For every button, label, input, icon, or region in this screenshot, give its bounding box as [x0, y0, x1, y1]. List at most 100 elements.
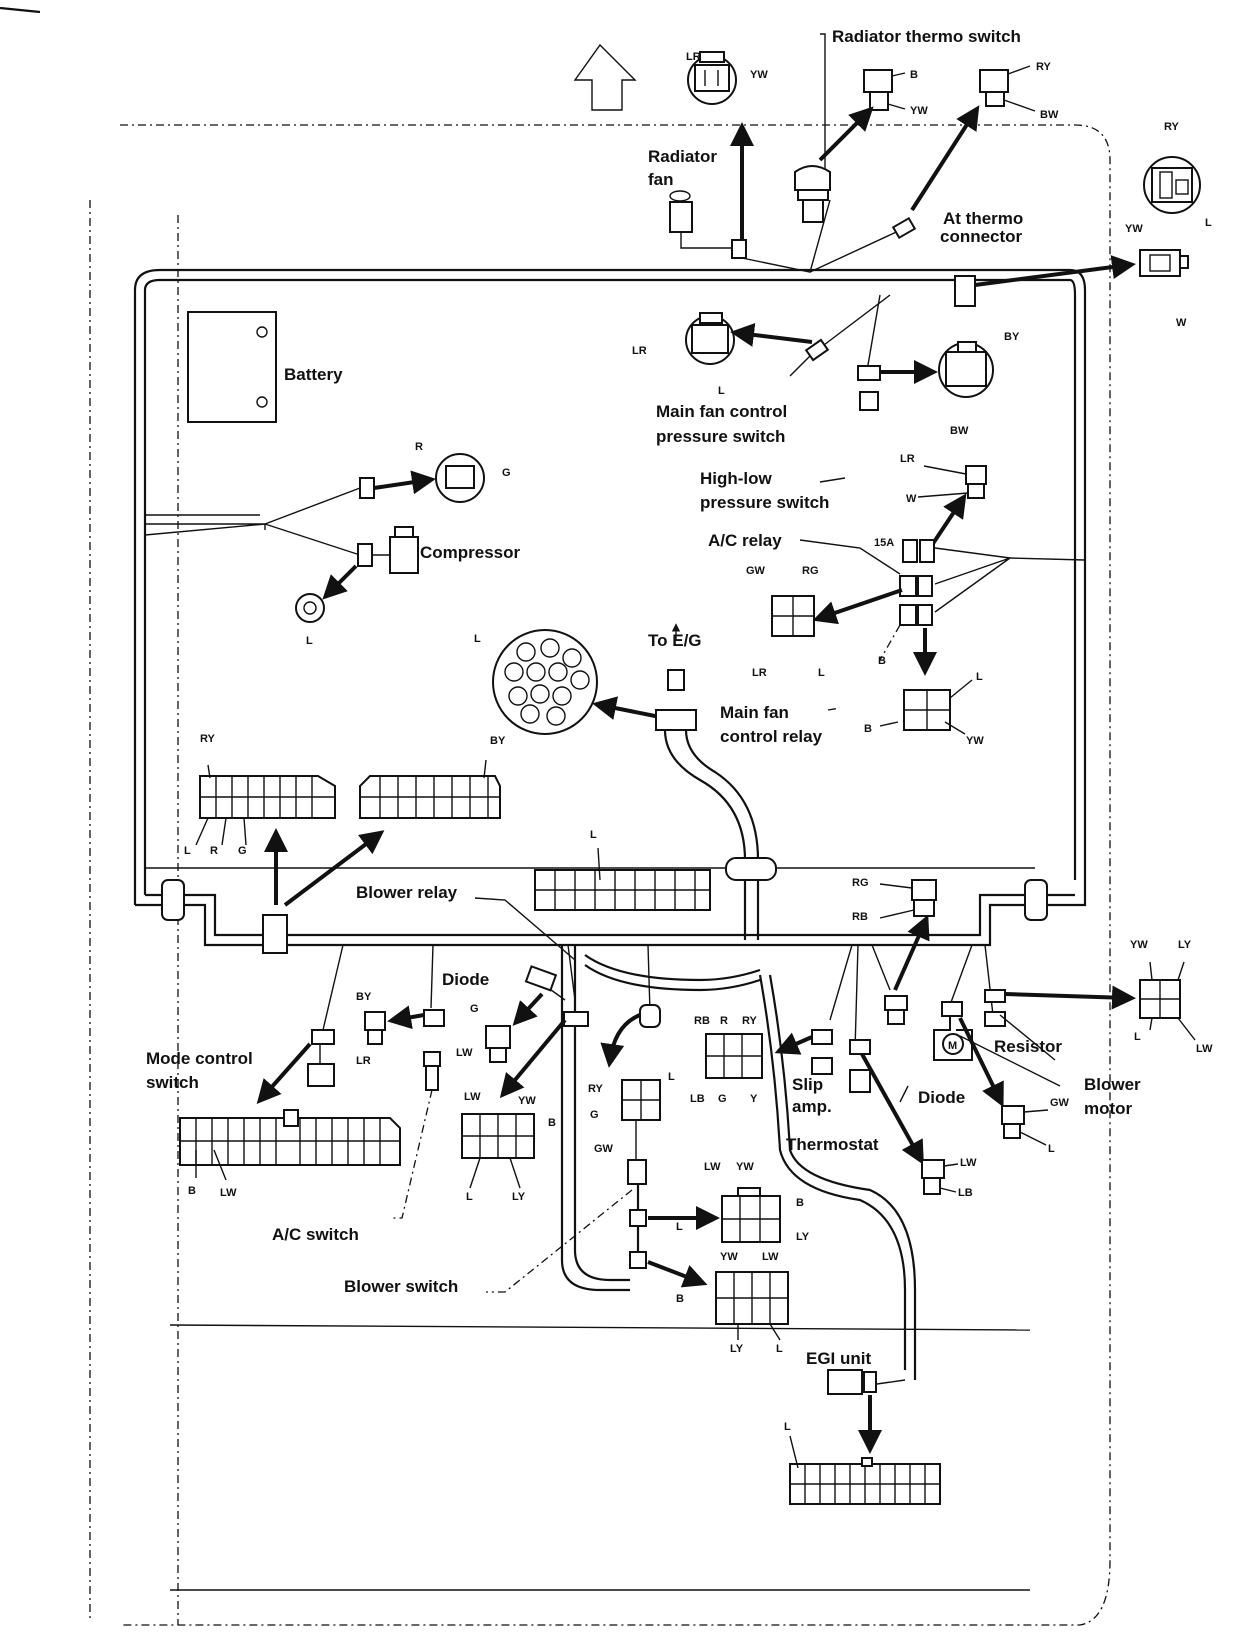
wire-bs2-b: B	[796, 1197, 804, 1209]
arrow-rg	[893, 914, 930, 991]
wire-acr-b: B	[878, 655, 886, 667]
ac-relay-plug-1	[899, 575, 917, 597]
engine-connector-round	[492, 629, 598, 735]
thermostat-connector-top	[921, 1159, 945, 1179]
battery-icon	[187, 311, 277, 423]
fuse-plug	[919, 539, 935, 563]
blower-switch-connector-3	[715, 1271, 789, 1325]
compressor-clutch-center	[303, 601, 317, 615]
pressure-switch-connector-left	[685, 312, 735, 365]
label-ac-relay: A/C relay	[708, 531, 782, 550]
label-high-low-2: pressure switch	[700, 493, 829, 512]
wire-res-lw: LW	[1196, 1043, 1213, 1055]
label-slip-amp-1: Slip	[792, 1075, 823, 1094]
ac-relay-plug-3	[899, 604, 917, 626]
resistor-plug	[984, 989, 1006, 1003]
arrow-rts-2	[910, 105, 980, 212]
wire-bs3-ly: LY	[730, 1343, 744, 1355]
rg-connector-bottom	[913, 899, 935, 917]
label-resistor: Resistor	[994, 1037, 1062, 1056]
battery-terminal-neg	[256, 396, 268, 408]
main-harness-top-inner	[143, 278, 1077, 880]
wire-sa-y: Y	[750, 1093, 758, 1105]
ic2-by-pin	[483, 759, 487, 779]
pressure-branch	[819, 294, 891, 349]
main-harness-left	[133, 290, 147, 905]
wire-bs3-lw: LW	[762, 1251, 779, 1263]
resistor-plug-a	[884, 995, 908, 1011]
wire-sa-r: R	[720, 1015, 728, 1027]
label-main-fan-relay-2: control relay	[720, 727, 823, 746]
resistor-pins	[1149, 961, 1196, 1041]
arrow-compressor-2	[322, 564, 358, 600]
wire-rts-yw2: YW	[910, 105, 928, 117]
resistor-body	[984, 1011, 1006, 1027]
bs3-pins	[737, 1323, 781, 1341]
wire-res-l: L	[1134, 1031, 1141, 1043]
high-low-leader	[819, 477, 846, 483]
blower-switch-leader	[486, 1189, 633, 1293]
arrow-high-low	[930, 493, 967, 547]
wire-ct-ry: RY	[588, 1083, 604, 1095]
wire-bs1-lw: LW	[464, 1091, 481, 1103]
radiator-fan-motor-connector	[687, 51, 737, 105]
wire-bs2-ly: LY	[796, 1231, 810, 1243]
wire-at-ry: RY	[1164, 121, 1180, 133]
label-blower-motor-1: Blower	[1084, 1075, 1141, 1094]
label-blower-switch: Blower switch	[344, 1277, 458, 1296]
arrow-resistor	[1004, 985, 1136, 1010]
sub-harness-c	[560, 945, 630, 1292]
mode-plug-top	[311, 1029, 335, 1045]
blower-motor-connector-bottom	[1003, 1123, 1021, 1139]
arrow-compressor-1	[373, 470, 436, 495]
high-low-connector-top	[965, 465, 987, 485]
wire-mfr-b: B	[864, 723, 872, 735]
label-at-thermo-1: At thermo	[943, 209, 1023, 228]
wire-acr-gw: GW	[746, 565, 766, 577]
label-thermostat: Thermostat	[786, 1135, 879, 1154]
wire-rg-rb: RB	[852, 911, 868, 923]
ac-switch-body	[425, 1065, 439, 1091]
wire-rts-b: B	[910, 69, 918, 81]
arrow-mode-switch	[256, 1042, 312, 1104]
resistor-connector	[1139, 979, 1181, 1019]
slip-amp-body	[811, 1057, 833, 1075]
wire-comp-r: R	[415, 441, 423, 453]
ac-switch-leader	[390, 1089, 433, 1219]
main-fan-relay-connector	[903, 689, 951, 731]
high-low-wires	[917, 465, 969, 498]
compressor-branch	[264, 487, 361, 556]
rg-wires	[879, 883, 915, 919]
thermostat-connector-bottom	[923, 1177, 941, 1195]
wire-hl-lr: LR	[900, 453, 915, 465]
wire-mode-b: B	[188, 1185, 196, 1197]
wire-bs3-b: B	[676, 1293, 684, 1305]
to-eg-harness	[663, 729, 760, 940]
label-blower-relay: Blower relay	[356, 883, 458, 902]
diode-plug	[423, 1009, 445, 1027]
wire-d-lw: LW	[456, 1047, 473, 1059]
lower-branches	[322, 944, 994, 1051]
resistor-leader	[999, 1014, 1056, 1061]
thermostat-body	[849, 1069, 871, 1093]
arrow-rts-1	[818, 106, 874, 162]
compressor-cap	[394, 526, 414, 538]
pressure-plug-2	[857, 365, 881, 381]
wire-res-ly: LY	[1178, 939, 1192, 951]
wire-ic1-ry: RY	[200, 733, 216, 745]
wire-bs1-l: L	[466, 1191, 473, 1203]
ac-relay-connector	[771, 595, 815, 637]
arrow-ac-relay	[812, 588, 903, 625]
arrow-thermostat	[860, 1053, 924, 1165]
arrow-diode-center	[512, 992, 544, 1026]
to-eg-clamp	[655, 709, 697, 731]
label-radiator-thermo-switch: Radiator thermo switch	[832, 27, 1021, 46]
main-fan-relay-wires	[879, 679, 973, 735]
wire-th-lw: LW	[960, 1157, 977, 1169]
egi-unit-body	[827, 1369, 863, 1395]
wire-rg-rg: RG	[852, 877, 869, 889]
compressor-body	[389, 536, 419, 574]
wire-br-l: L	[590, 829, 597, 841]
blower-switch-plug-2	[629, 1209, 647, 1227]
